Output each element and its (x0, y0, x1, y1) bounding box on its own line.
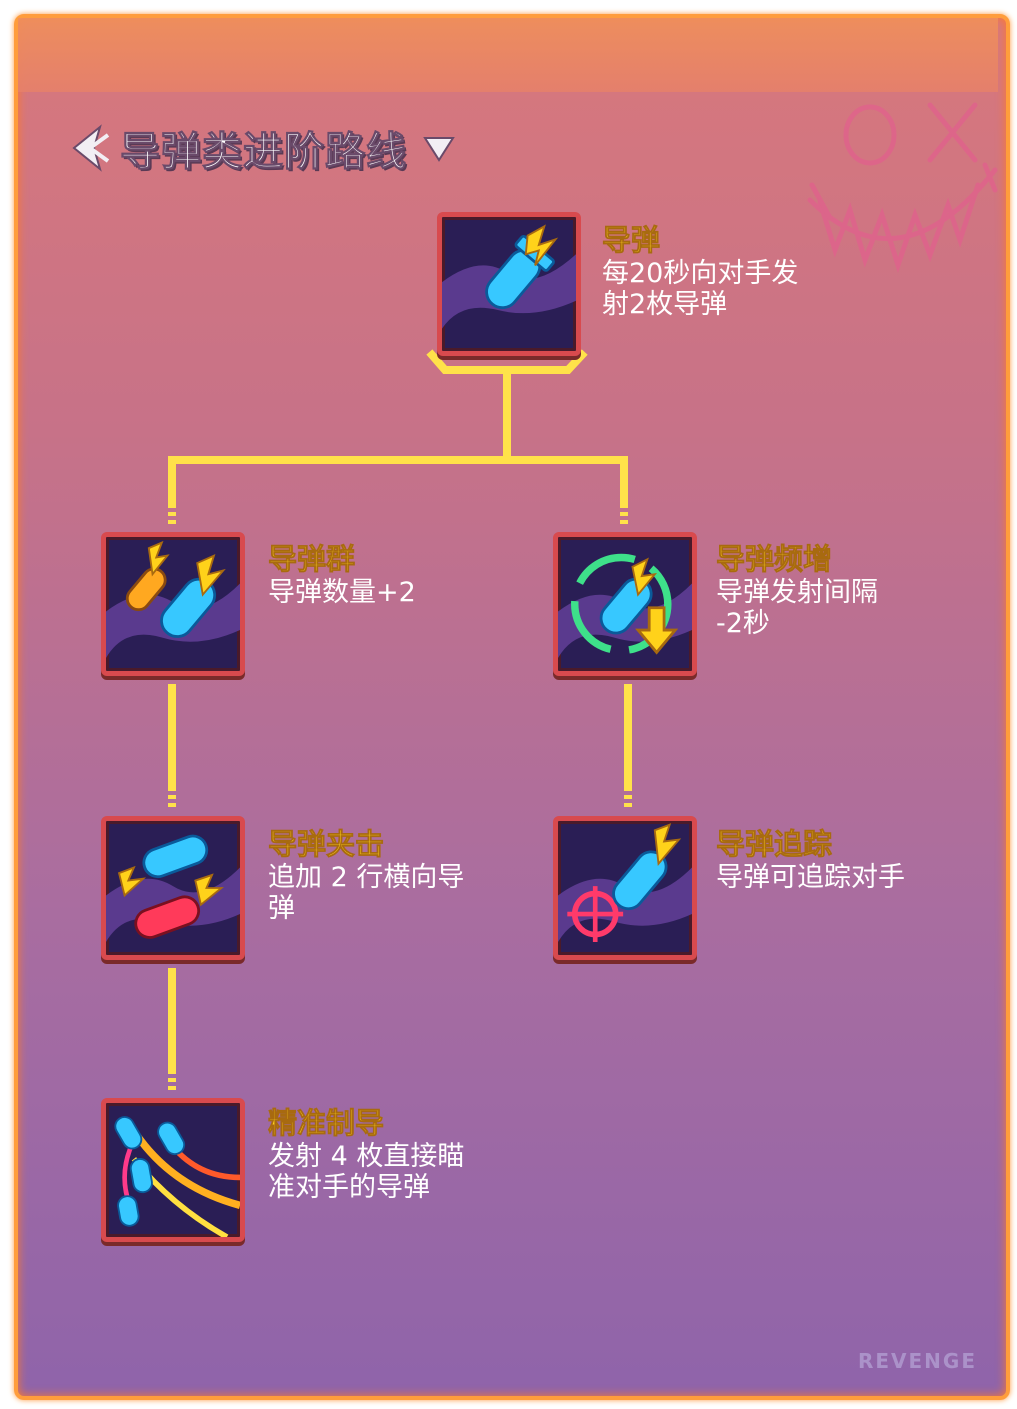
node-missile[interactable] (437, 212, 581, 356)
node-name: 导弹夹击 (268, 827, 385, 862)
node-desc-line: 发射 4 枚直接瞄 (268, 1141, 465, 1172)
title-text: 导弹类进阶路线 (120, 129, 407, 176)
node-desc-line: 弹 (268, 893, 295, 924)
node-missile-swarm-label: 导弹群 导弹数量+2 (268, 541, 416, 608)
panel-header-band (18, 18, 998, 92)
node-name: 导弹追踪 (716, 827, 833, 862)
node-missile-pincer[interactable] (101, 816, 245, 960)
node-desc-line: -2秒 (716, 608, 770, 639)
node-desc-line: 准对手的导弹 (268, 1172, 430, 1203)
missile-precision-icon (114, 1116, 240, 1237)
node-missile-precision-label: 精准制导 发射 4 枚直接瞄 准对手的导弹 (268, 1105, 465, 1203)
back-chevron-icon[interactable] (70, 123, 110, 173)
node-desc-line: 追加 2 行横向导 (268, 862, 465, 893)
node-desc-line: 导弹数量+2 (268, 577, 416, 608)
missile-swarm-icon (106, 540, 240, 658)
node-name: 导弹 (602, 223, 661, 258)
node-missile-frequency-label: 导弹频增 导弹发射间隔 -2秒 (716, 541, 878, 639)
node-name: 导弹频增 (716, 542, 833, 577)
missile-cooldown-icon (558, 553, 692, 658)
node-name: 导弹群 (268, 542, 356, 577)
graffiti-face-icon (807, 102, 998, 273)
node-missile-tracking-label: 导弹追踪 导弹可追踪对手 (716, 826, 905, 893)
node-name: 精准制导 (268, 1106, 385, 1141)
node-missile-swarm[interactable] (101, 532, 245, 676)
node-desc-line: 每20秒向对手发 (602, 258, 799, 289)
missile-icon (442, 224, 576, 329)
node-desc-line: 导弹可追踪对手 (716, 862, 905, 893)
missile-pincer-icon (106, 834, 240, 942)
watermark-logo: REVENGE (857, 1349, 977, 1373)
node-missile-precision[interactable] (101, 1098, 245, 1242)
node-missile-label: 导弹 每20秒向对手发 射2枚导弹 (602, 222, 799, 320)
node-missile-tracking[interactable] (553, 816, 697, 960)
node-missile-pincer-label: 导弹夹击 追加 2 行横向导 弹 (268, 826, 465, 924)
node-missile-frequency[interactable] (553, 532, 697, 676)
node-desc-line: 导弹发射间隔 (716, 577, 878, 608)
dropdown-triangle-icon[interactable] (423, 132, 455, 164)
missile-tracking-icon (558, 823, 692, 942)
node-desc-line: 射2枚导弹 (602, 289, 728, 320)
page-title: 导弹类进阶路线 (70, 118, 455, 178)
